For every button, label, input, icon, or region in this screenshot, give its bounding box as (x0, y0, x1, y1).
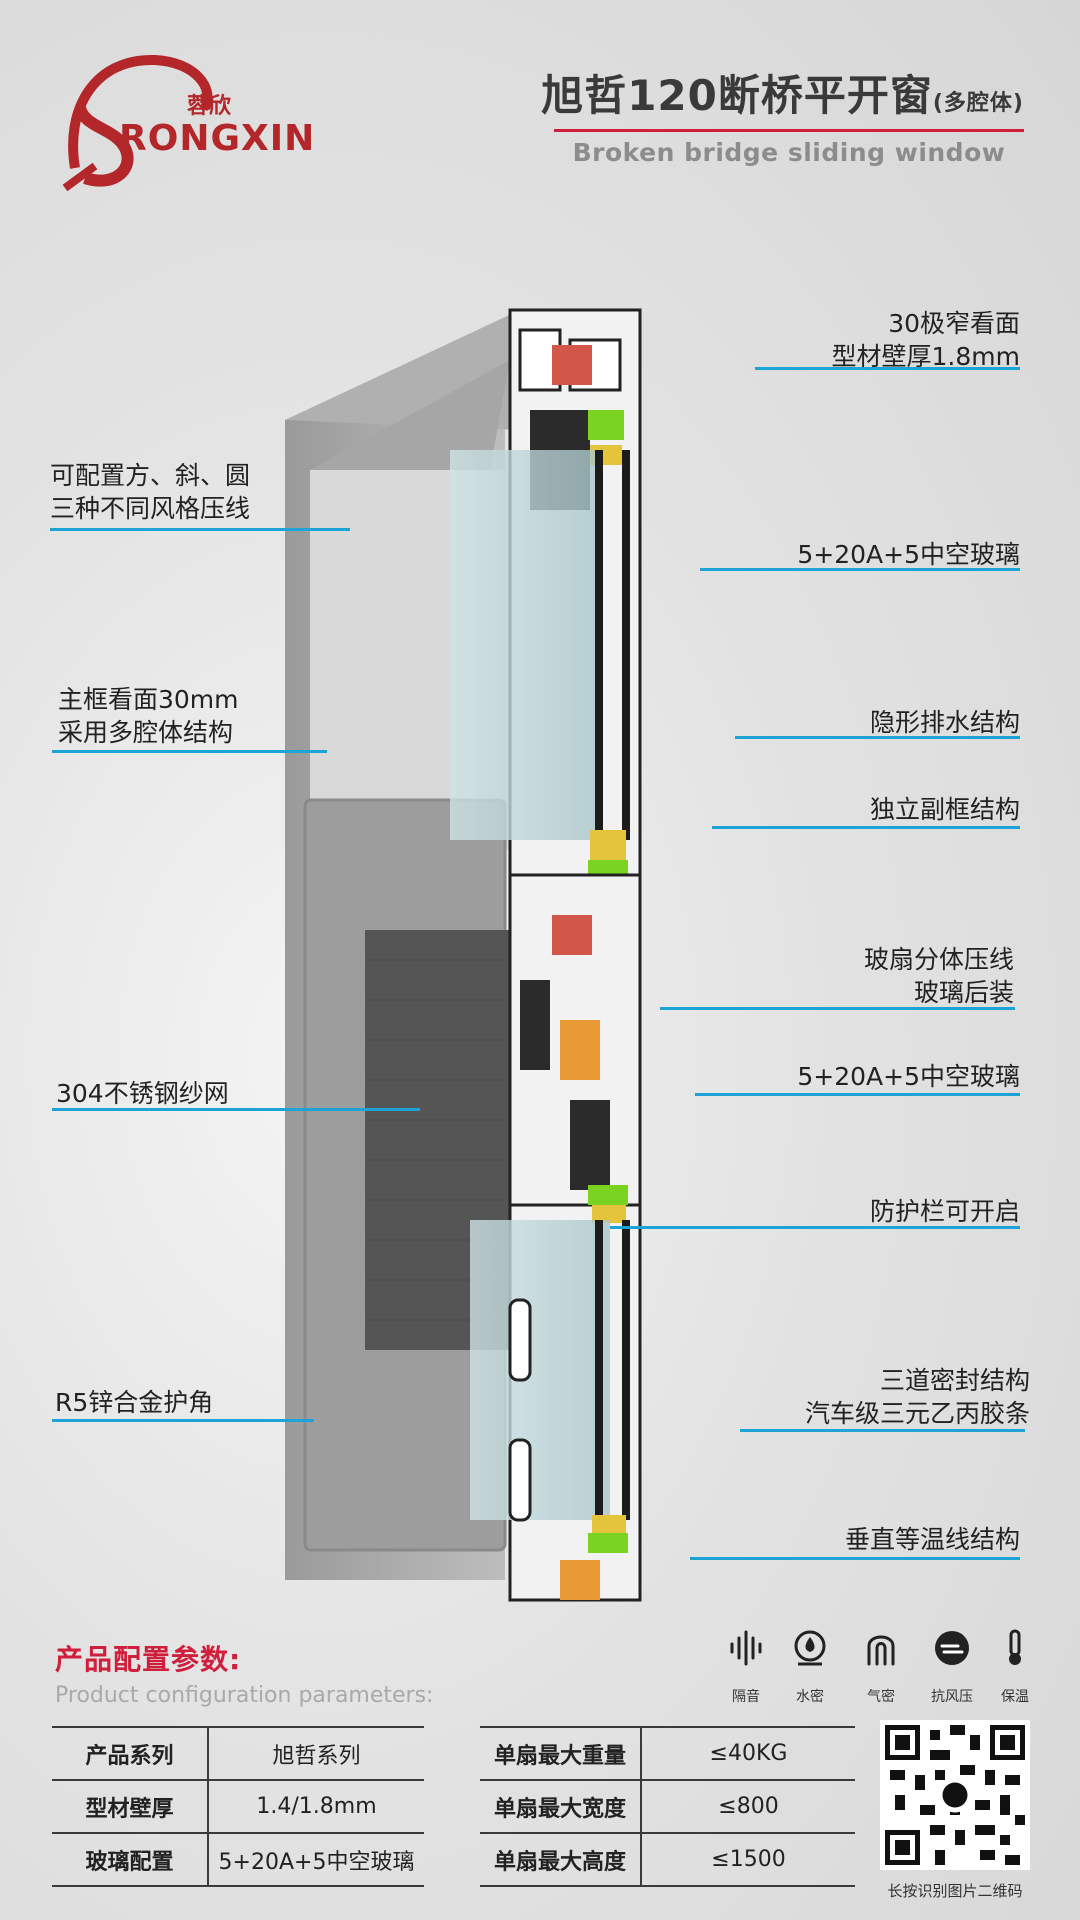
callout-triple-seal-line2: 汽车级三元乙丙胶条 (804, 1399, 1030, 1428)
callout-hidden-drainage: 隐形排水结构 (869, 708, 1020, 737)
callout-triple-seal-leader (740, 1429, 1025, 1432)
logo-brand-cn: 蓉欣 (187, 94, 232, 119)
table-row: 单扇最大宽度 ≤800 (480, 1779, 855, 1834)
callout-split-bead-leader (660, 1007, 1015, 1010)
params-title-en: Product configuration parameters: (55, 1683, 434, 1708)
wind-pressure-icon (935, 1631, 969, 1665)
callout-main-frame-leader (52, 750, 327, 753)
qr-caption: 长按识别图片二维码 (887, 1882, 1023, 1900)
feature-thermal: 保温 (985, 1628, 1045, 1706)
callout-triple-seal: 三道密封结构 汽车级三元乙丙胶条 (805, 1364, 1030, 1430)
callout-glazing-bead-leader (50, 528, 350, 531)
thermal-insulation-icon (1009, 1629, 1021, 1665)
callout-split-bead-line2: 玻璃后装 (913, 978, 1014, 1007)
feature-air-label: 气密 (867, 1689, 895, 1705)
title-underline (554, 129, 1024, 132)
brand-logo: 蓉欣 RONGXIN (55, 48, 314, 198)
callout-insulated-glass-top-leader (700, 568, 1020, 571)
spec-key: 玻璃配置 (52, 1832, 209, 1887)
callout-zinc-corner-leader (52, 1419, 314, 1422)
callout-main-frame-line2: 采用多腔体结构 (58, 718, 234, 747)
callout-split-bead: 玻扇分体压线 玻璃后装 (864, 943, 1014, 1009)
feature-sound-label: 隔音 (732, 1689, 760, 1705)
callout-stainless-screen: 304不锈钢纱网 (56, 1079, 229, 1108)
feature-thermal-label: 保温 (1001, 1689, 1029, 1705)
spec-value: 5+20A+5中空玻璃 (208, 1832, 424, 1887)
callout-openable-guard-leader (610, 1226, 1020, 1229)
spec-value: ≤800 (641, 1779, 855, 1834)
spec-key: 产品系列 (52, 1726, 209, 1781)
callout-glazing-bead-line2: 三种不同风格压线 (50, 494, 251, 523)
table-row: 玻璃配置 5+20A+5中空玻璃 (52, 1832, 424, 1887)
callout-split-bead-line1: 玻扇分体压线 (863, 945, 1014, 974)
spec-key: 单扇最大高度 (480, 1832, 642, 1887)
spec-table-left: 产品系列 旭哲系列 型材壁厚 1.4/1.8mm 玻璃配置 5+20A+5中空玻… (52, 1726, 424, 1887)
callout-triple-seal-line1: 三道密封结构 (879, 1366, 1030, 1395)
callout-sub-frame: 独立副框结构 (869, 795, 1020, 824)
page-title: 旭哲120断桥平开窗(多腔体) (504, 62, 1024, 123)
spec-value: ≤1500 (641, 1832, 855, 1887)
feature-wind-label: 抗风压 (931, 1689, 973, 1705)
window-cross-section-illustration (285, 308, 642, 1602)
callout-narrow-face-leader (755, 367, 1020, 370)
spec-table-right: 单扇最大重量 ≤40KG 单扇最大宽度 ≤800 单扇最大高度 ≤1500 (480, 1726, 855, 1887)
spec-value: 旭哲系列 (208, 1726, 424, 1781)
feature-water-label: 水密 (796, 1689, 824, 1705)
title-block: 旭哲120断桥平开窗(多腔体) Broken bridge sliding wi… (504, 62, 1024, 167)
callout-hidden-drainage-leader (735, 736, 1020, 739)
callout-isotherm-leader (690, 1557, 1020, 1560)
feature-air: 气密 (851, 1628, 911, 1706)
callout-insulated-glass-bottom: 5+20A+5中空玻璃 (797, 1062, 1020, 1091)
callout-main-frame: 主框看面30mm 采用多腔体结构 (58, 683, 239, 749)
spec-key: 单扇最大重量 (480, 1726, 642, 1781)
callout-sub-frame-leader (712, 826, 1020, 829)
callout-stainless-screen-leader (52, 1108, 420, 1111)
feature-sound: 隔音 (716, 1628, 776, 1706)
table-row: 产品系列 旭哲系列 (52, 1726, 424, 1781)
logo-brand-en: RONGXIN (119, 118, 316, 159)
spec-key: 型材壁厚 (52, 1779, 209, 1834)
spec-value: ≤40KG (641, 1726, 855, 1781)
logo-emblem-icon (62, 54, 213, 192)
page-title-main: 旭哲120断桥平开窗 (541, 71, 933, 120)
table-row: 单扇最大高度 ≤1500 (480, 1832, 855, 1887)
callout-isotherm: 垂直等温线结构 (844, 1525, 1020, 1554)
params-title-cn: 产品配置参数: (55, 1643, 242, 1676)
callout-insulated-glass-bottom-leader (695, 1093, 1020, 1096)
callout-narrow-face-line2: 型材壁厚1.8mm (831, 342, 1020, 371)
sound-insulation-icon (730, 1630, 762, 1666)
callout-glazing-bead-line1: 可配置方、斜、圆 (50, 461, 251, 490)
callout-main-frame-line1: 主框看面30mm (58, 685, 239, 714)
callout-openable-guard: 防护栏可开启 (869, 1197, 1020, 1226)
spec-value: 1.4/1.8mm (208, 1779, 424, 1834)
table-row: 型材壁厚 1.4/1.8mm (52, 1779, 424, 1834)
callout-narrow-face-line1: 30极窄看面 (888, 309, 1020, 338)
callout-insulated-glass-top: 5+20A+5中空玻璃 (797, 540, 1020, 569)
callout-narrow-face: 30极窄看面 型材壁厚1.8mm (832, 307, 1020, 373)
table-row: 单扇最大重量 ≤40KG (480, 1726, 855, 1781)
callout-zinc-corner: R5锌合金护角 (55, 1388, 214, 1417)
air-tightness-icon (867, 1635, 895, 1666)
feature-wind: 抗风压 (922, 1628, 982, 1706)
qr-code-image[interactable] (880, 1720, 1030, 1870)
feature-water: 水密 (780, 1628, 840, 1706)
page-title-suffix: (多腔体) (932, 91, 1024, 116)
page-subtitle: Broken bridge sliding window (572, 138, 1006, 167)
spec-key: 单扇最大宽度 (480, 1779, 642, 1834)
water-tightness-icon (794, 1630, 826, 1666)
callout-glazing-bead: 可配置方、斜、圆 三种不同风格压线 (50, 459, 250, 525)
